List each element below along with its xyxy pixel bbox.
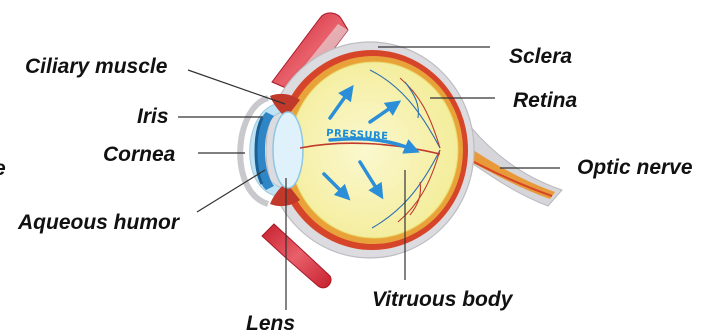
label-ciliary-muscle: Ciliary muscle xyxy=(25,55,168,78)
label-cut-off: e xyxy=(0,157,6,180)
label-aqueous-humor: Aqueous humor xyxy=(17,211,181,234)
label-retina: Retina xyxy=(513,89,578,112)
lens xyxy=(273,112,303,188)
label-vitreous-body: Vitruous body xyxy=(372,288,514,311)
label-sclera: Sclera xyxy=(509,45,572,68)
label-iris: Iris xyxy=(137,105,169,128)
label-lens: Lens xyxy=(246,312,295,335)
label-optic-nerve: Optic nerve xyxy=(577,156,693,179)
vitreous-body xyxy=(290,62,458,238)
label-cornea: Cornea xyxy=(103,143,176,166)
